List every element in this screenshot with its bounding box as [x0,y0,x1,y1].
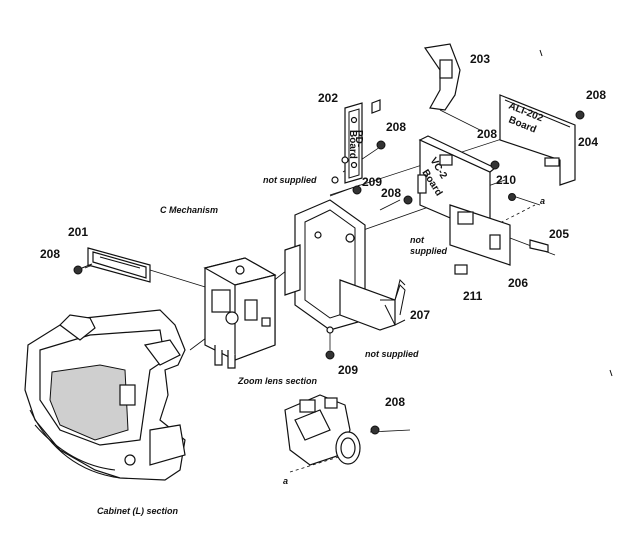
screw-208-zoom [370,425,380,435]
label-210: 210 [496,173,516,187]
screw-208-mid [403,195,413,205]
label-205: 205 [549,227,569,241]
note-not-line1: not [410,235,425,245]
cabinet-l-section [24,309,186,481]
ali-202-board: ALI-202 Board [499,94,576,186]
vc-202-board: VC-2 Board [417,135,497,236]
part-203-flex-cable [423,43,461,111]
label-208-zoom: 208 [385,395,405,409]
note-not-supplied-bottom: not supplied [365,349,419,359]
screw-209-lower [325,326,335,360]
label-206: 206 [508,276,528,290]
part-205-connector [529,239,549,253]
marker-a-right: a [540,196,545,206]
screw-208-vc [490,160,500,170]
pd-board-label-line1: PD- [353,130,364,147]
label-208-mid: 208 [381,186,401,200]
part-202-bracket: PD- Board [344,99,381,184]
pd-board-label-line2: Board [347,130,358,159]
screw-208-ali [575,110,585,120]
label-202: 202 [318,91,338,105]
screw-208-left [73,263,93,275]
label-cabinet-l-section: Cabinet (L) section [97,506,179,516]
screw-210 [341,156,516,201]
part-206-subassembly [449,204,511,266]
stray-mark [609,369,613,377]
stray-mark [539,49,543,57]
note-not-supplied-top: not supplied [263,175,317,185]
part-207-wire [380,279,406,326]
label-208-vc: 208 [477,127,497,141]
zoom-lens-section [284,394,361,466]
part-201-plate [87,247,151,283]
c-mechanism [203,257,277,369]
screw-208-top-202 [376,140,386,150]
label-208-left: 208 [40,247,60,261]
label-204: 204 [578,135,598,149]
label-203: 203 [470,52,490,66]
label-201: 201 [68,225,88,239]
label-208-ali: 208 [586,88,606,102]
label-208-202: 208 [386,120,406,134]
label-c-mechanism: C Mechanism [160,205,218,215]
label-209-lower: 209 [338,363,358,377]
note-supplied-line2: supplied [410,246,448,256]
label-zoom-lens-section: Zoom lens section [237,376,318,386]
main-frame-chassis [284,199,406,331]
part-211-clip [454,264,468,275]
marker-a-bottom: a [283,476,288,486]
screw-209-upper [331,176,362,195]
label-207: 207 [410,308,430,322]
label-209-upper: 209 [362,175,382,189]
label-211: 211 [463,289,483,303]
